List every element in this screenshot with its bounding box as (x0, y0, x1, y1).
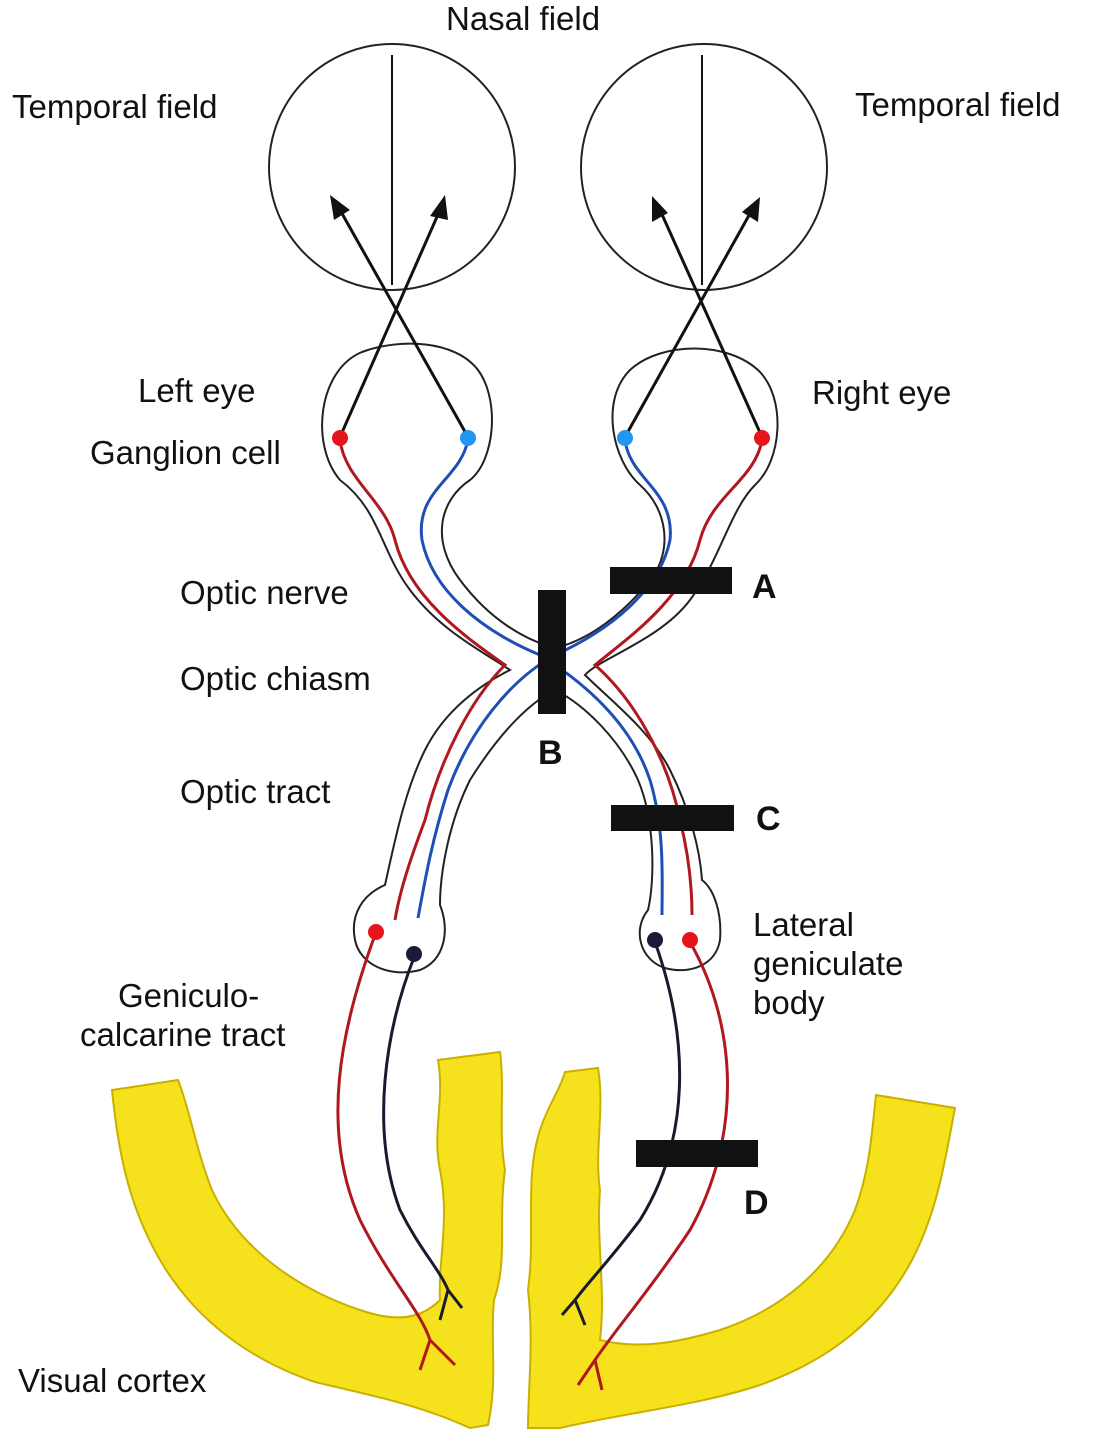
lgb-label-line3: body (753, 984, 825, 1021)
ganglion-cell-label: Ganglion cell (90, 434, 281, 471)
right-temporal-ganglion-cell (754, 430, 770, 446)
lesion-a-bar (610, 567, 732, 594)
lesion-d-bar (636, 1140, 758, 1167)
temporal-field-right-label: Temporal field (855, 86, 1060, 123)
visual-cortex-label: Visual cortex (18, 1362, 207, 1399)
lesion-d-label: D (744, 1184, 769, 1222)
left-lgb-dark-cell (406, 946, 422, 962)
right-nasal-ganglion-cell (617, 430, 633, 446)
left-eye-label: Left eye (138, 372, 255, 409)
gct-label-line2: calcarine tract (80, 1016, 285, 1053)
right-eye-label: Right eye (812, 374, 951, 411)
left-lgb-red-cell (368, 924, 384, 940)
optic-chiasm-label: Optic chiasm (180, 660, 371, 697)
right-visual-field (581, 44, 827, 290)
lgb-label-line2: geniculate (753, 945, 903, 982)
left-nasal-ganglion-cell (460, 430, 476, 446)
nasal-field-label: Nasal field (446, 0, 600, 37)
temporal-field-left-label: Temporal field (12, 88, 217, 125)
right-lgb-dark-cell (647, 932, 663, 948)
visual-cortex-shape (112, 1052, 955, 1428)
left-temporal-ganglion-cell (332, 430, 348, 446)
lesion-b-bar (538, 590, 566, 714)
optic-tract-label: Optic tract (180, 773, 330, 810)
lesion-c-bar (611, 805, 734, 831)
optic-nerve-label: Optic nerve (180, 574, 349, 611)
left-visual-field (269, 44, 515, 290)
lesion-b-label: B (538, 734, 563, 772)
lgb-label-line1: Lateral (753, 906, 854, 943)
lesion-c-label: C (756, 800, 781, 838)
lesion-a-label: A (752, 568, 777, 606)
right-lgb-red-cell (682, 932, 698, 948)
gct-label-line1: Geniculo- (118, 977, 259, 1014)
